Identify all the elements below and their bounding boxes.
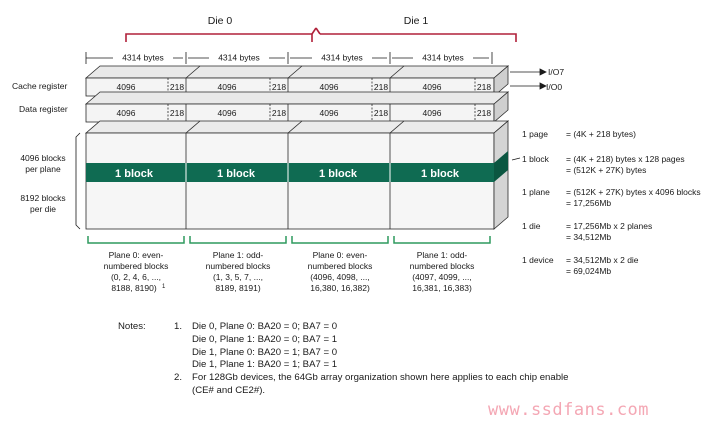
plane-text-line: 8188, 8190) bbox=[111, 283, 157, 293]
plane-text-line: numbered blocks bbox=[308, 261, 373, 271]
die-1-label: Die 1 bbox=[404, 15, 429, 27]
def-value: = (4K + 218 bytes) bbox=[566, 129, 636, 139]
die-0-bracket bbox=[125, 33, 313, 42]
plane-0-die-1-text: Plane 0: even- numbered blocks (4096, 40… bbox=[308, 250, 373, 293]
plane-text-line: 8189, 8191) bbox=[215, 283, 261, 293]
def-value: = (512K + 27K) bytes x 4096 blocks bbox=[566, 187, 701, 197]
notes-spacer bbox=[118, 372, 174, 385]
plane-text-line: (0, 2, 4, 6, ..., bbox=[111, 272, 161, 282]
data-register bbox=[84, 91, 510, 123]
io-arrows bbox=[510, 68, 547, 90]
data-main-1: 4096 bbox=[117, 108, 136, 118]
plane-text-line: 16,381, 16,383) bbox=[412, 283, 472, 293]
die-brackets bbox=[125, 27, 517, 42]
notes-section: Notes: 1. Die 0, Plane 0: BA20 = 0; BA7 … bbox=[118, 321, 569, 398]
note-number: 2. bbox=[174, 372, 183, 384]
cache-spare-1: 218 bbox=[170, 82, 184, 92]
data-spare-4: 218 bbox=[477, 108, 491, 118]
def-value: = 34,512Mb bbox=[566, 232, 611, 242]
block-label-1: 1 block bbox=[115, 168, 154, 180]
cache-register bbox=[84, 65, 510, 97]
plane-1-die-0-text: Plane 1: odd- numbered blocks (1, 3, 5, … bbox=[206, 250, 271, 293]
plane-text-line: Plane 0: even- bbox=[109, 250, 164, 260]
block-label-2: 1 block bbox=[217, 168, 256, 180]
note-line: Die 1, Plane 1: BA20 = 1; BA7 = 1 bbox=[192, 359, 338, 371]
def-value: = (4K + 218) bytes x 128 pages bbox=[566, 154, 685, 164]
def-term: 1 die bbox=[522, 221, 541, 231]
def-value: = 17,256Mb x 2 planes bbox=[566, 221, 652, 231]
notes-label: Notes: bbox=[118, 321, 146, 332]
byte-label-3: 4314 bytes bbox=[321, 53, 363, 63]
left-braces bbox=[75, 132, 81, 230]
data-spare-3: 218 bbox=[374, 108, 388, 118]
data-main-2: 4096 bbox=[218, 108, 237, 118]
def-value: = (512K + 27K) bytes bbox=[566, 165, 646, 175]
die-bracket-peak bbox=[311, 27, 317, 35]
note-line: For 128Gb devices, the 64Gb array organi… bbox=[192, 372, 569, 384]
die-bracket-peak-2 bbox=[315, 27, 321, 35]
cache-spare-3: 218 bbox=[374, 82, 388, 92]
blocks-per-die-line2: per die bbox=[30, 204, 56, 214]
note-line: Die 0, Plane 1: BA20 = 0; BA7 = 1 bbox=[192, 333, 338, 345]
io0-label: I/O0 bbox=[546, 82, 562, 92]
plane-0-die-0-text: Plane 0: even- numbered blocks (0, 2, 4,… bbox=[104, 250, 169, 293]
data-main-4: 4096 bbox=[423, 108, 442, 118]
data-spare-2: 218 bbox=[272, 108, 286, 118]
plane-text-line: Plane 0: even- bbox=[313, 250, 368, 260]
plane-text-line: Plane 1: odd- bbox=[213, 250, 264, 260]
cache-main-2: 4096 bbox=[218, 82, 237, 92]
block-label-4: 1 block bbox=[421, 168, 460, 180]
note-line: Die 1, Plane 0: BA20 = 1; BA7 = 0 bbox=[192, 346, 338, 358]
cache-spare-4: 218 bbox=[477, 82, 491, 92]
plane-brackets bbox=[87, 236, 491, 244]
data-main-3: 4096 bbox=[320, 108, 339, 118]
def-term: 1 block bbox=[522, 154, 550, 164]
plane-text-line: 16,380, 16,382) bbox=[310, 283, 370, 293]
data-spare-1: 218 bbox=[170, 108, 184, 118]
def-term: 1 device bbox=[522, 255, 554, 265]
right-definitions: 1 page = (4K + 218 bytes) 1 block = (4K … bbox=[522, 129, 701, 276]
blocks-per-die-line1: 8192 blocks bbox=[20, 193, 65, 203]
io7-label: I/O7 bbox=[548, 67, 564, 77]
blocks-per-plane-line2: per plane bbox=[25, 164, 61, 174]
die-0-label: Die 0 bbox=[208, 15, 233, 27]
data-register-label: Data register bbox=[19, 104, 68, 114]
plane-text-line: Plane 1: odd- bbox=[417, 250, 468, 260]
cache-main-3: 4096 bbox=[320, 82, 339, 92]
cache-spare-2: 218 bbox=[272, 82, 286, 92]
def-value: = 69,024Mb bbox=[566, 266, 611, 276]
cache-main-4: 4096 bbox=[423, 82, 442, 92]
watermark: www.ssdfans.com bbox=[488, 400, 650, 420]
plane-text-line: numbered blocks bbox=[410, 261, 475, 271]
footnote-superscript: 1 bbox=[162, 284, 166, 290]
note-line: Die 0, Plane 0: BA20 = 0; BA7 = 0 bbox=[192, 321, 338, 332]
plane-text-line: (4096, 4098, ..., bbox=[310, 272, 370, 282]
plane-text-line: numbered blocks bbox=[104, 261, 169, 271]
def-value: = 34,512Mb x 2 die bbox=[566, 255, 639, 265]
def-value: = 17,256Mb bbox=[566, 198, 611, 208]
block-band bbox=[86, 151, 508, 182]
def-term: 1 plane bbox=[522, 187, 550, 197]
plane-1-die-1-text: Plane 1: odd- numbered blocks (4097, 409… bbox=[410, 250, 475, 293]
note-row: Notes: 1. Die 0, Plane 0: BA20 = 0; BA7 … bbox=[118, 321, 569, 334]
block-label-3: 1 block bbox=[319, 168, 358, 180]
plane-text-line: (4097, 4099, ..., bbox=[412, 272, 472, 282]
plane-text-line: (1, 3, 5, 7, ..., bbox=[213, 272, 263, 282]
plane-text-line: numbered blocks bbox=[206, 261, 271, 271]
cache-register-label: Cache register bbox=[12, 81, 67, 91]
note-row: 2. For 128Gb devices, the 64Gb array org… bbox=[118, 372, 569, 385]
note-line: (CE# and CE2#). bbox=[192, 384, 266, 396]
note-number: 1. bbox=[174, 321, 183, 332]
blocks-per-plane-line1: 4096 blocks bbox=[20, 153, 65, 163]
byte-label-1: 4314 bytes bbox=[122, 53, 164, 63]
def-term: 1 page bbox=[522, 129, 548, 139]
die-1-bracket bbox=[320, 33, 517, 42]
byte-label-4: 4314 bytes bbox=[422, 53, 464, 63]
block-pointer bbox=[511, 157, 521, 161]
byte-label-2: 4314 bytes bbox=[218, 53, 260, 63]
cache-main-1: 4096 bbox=[117, 82, 136, 92]
